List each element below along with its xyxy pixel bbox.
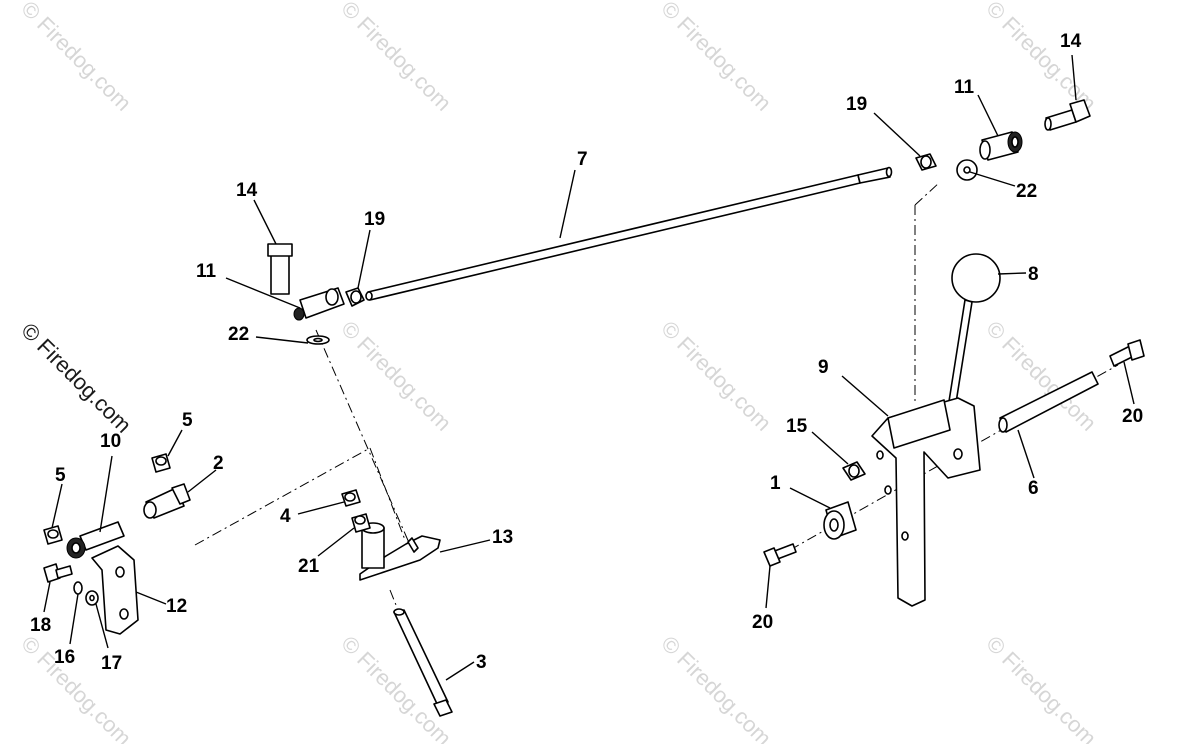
- callout-9: 9: [818, 357, 829, 378]
- nut-part-21: [351, 513, 371, 533]
- callout-22-right: 22: [1016, 181, 1037, 202]
- callout-12: 12: [166, 596, 187, 617]
- alignment-lines: [91, 181, 1119, 611]
- watermark: © Firedog.com: [656, 316, 776, 436]
- callout-1: 1: [770, 473, 781, 494]
- callout-18: 18: [30, 615, 51, 636]
- watermark: © Firedog.com: [16, 631, 136, 744]
- callout-13: 13: [492, 527, 513, 548]
- washer-part-22-right: [956, 159, 978, 181]
- callout-22-left: 22: [228, 324, 249, 345]
- callout-16: 16: [54, 647, 75, 668]
- nut-part-4: [341, 489, 361, 507]
- callout-17: 17: [101, 653, 122, 674]
- bolt-part-20-upper: [1109, 339, 1145, 367]
- bolt-part-14-right: [1044, 99, 1091, 131]
- rod-part-7: [365, 166, 893, 301]
- bolt-part-20-lower: [763, 543, 797, 567]
- watermark: © Firedog.com: [981, 631, 1101, 744]
- spacer-part-1: [823, 501, 857, 540]
- callout-14-right: 14: [1060, 31, 1082, 52]
- callout-8: 8: [1028, 264, 1039, 285]
- nut-part-19-right: [915, 153, 937, 171]
- lock-washer-part-16: [73, 581, 83, 595]
- callout-10: 10: [100, 431, 121, 452]
- watermark: © Firedog.com: [336, 0, 456, 116]
- watermark: © Firedog.com: [981, 0, 1101, 116]
- rod-end-part-2: [143, 483, 191, 519]
- callout-20-right: 20: [1122, 406, 1143, 427]
- callout-4: 4: [280, 506, 291, 527]
- bolt-part-18: [43, 563, 73, 583]
- lever-part-9: [871, 397, 981, 607]
- ball-joint-part-10: [66, 521, 125, 559]
- washer-part-22-left: [306, 335, 330, 345]
- nut-part-5-lower: [43, 525, 63, 545]
- nut-part-5-upper: [151, 453, 171, 473]
- rod-end-part-11-right: [979, 131, 1023, 161]
- callouts: 14 11 22 19 7 19 11 14 22 8 9 15 1 6 20 …: [30, 31, 1143, 674]
- watermark-main: © Firedog.com: [16, 318, 136, 438]
- plate-part-12: [91, 545, 139, 635]
- callout-2: 2: [213, 453, 224, 474]
- nut-part-15: [842, 461, 866, 481]
- background-watermarks: © Firedog.com © Firedog.com © Firedog.co…: [16, 0, 1101, 744]
- washer-part-17: [85, 590, 99, 606]
- leader-lines: [43, 54, 1135, 681]
- callout-15: 15: [786, 416, 808, 437]
- callout-6: 6: [1028, 478, 1039, 499]
- watermark: © Firedog.com: [16, 0, 136, 116]
- callout-14-left: 14: [236, 180, 258, 201]
- nut-part-19-left: [345, 287, 365, 307]
- rod-end-part-11-left: [293, 287, 345, 321]
- callout-5-upper: 5: [182, 410, 193, 431]
- callout-3: 3: [476, 652, 487, 673]
- callout-5-lower: 5: [55, 465, 66, 486]
- callout-11-left: 11: [196, 261, 217, 282]
- shaft-part-6: [998, 371, 1099, 433]
- watermark: © Firedog.com: [656, 0, 776, 116]
- bracket-part-13: [359, 522, 441, 581]
- callout-20-left: 20: [752, 612, 773, 633]
- callout-7: 7: [577, 149, 588, 170]
- bolt-part-3: [393, 608, 453, 717]
- callout-21: 21: [298, 556, 320, 577]
- bolt-part-14-left: [267, 243, 293, 295]
- callout-19-right: 19: [846, 94, 867, 115]
- callout-11-right: 11: [954, 77, 975, 98]
- watermark: © Firedog.com: [656, 631, 776, 744]
- callout-19-left: 19: [364, 209, 385, 230]
